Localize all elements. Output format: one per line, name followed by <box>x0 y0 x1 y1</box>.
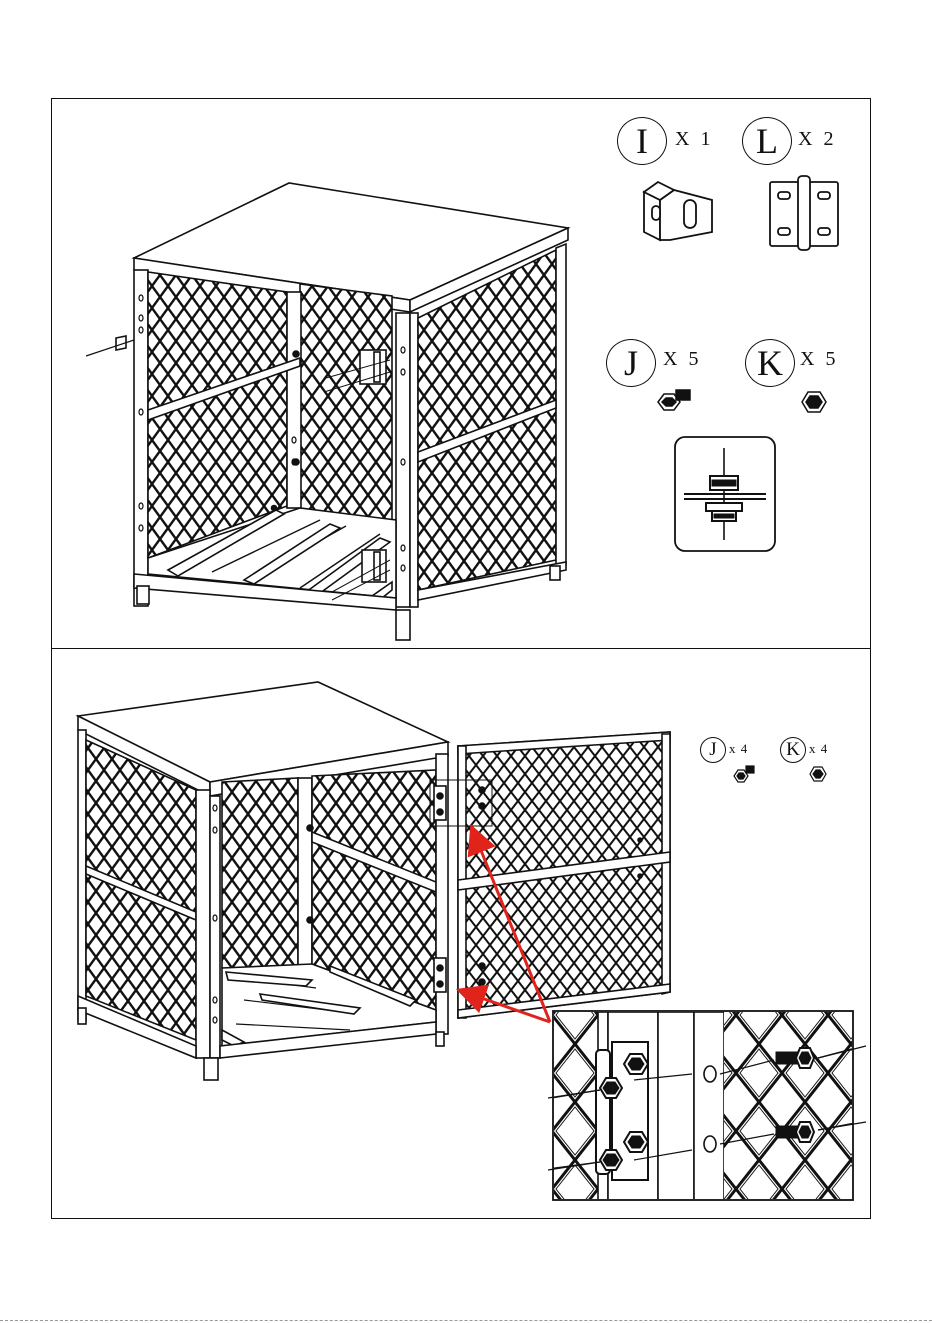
hinge-icon <box>770 176 838 250</box>
page-bottom-edge <box>0 1320 932 1321</box>
bracket-icon <box>644 182 712 240</box>
step1-cabinet <box>86 183 568 640</box>
hinge-detail-zoom <box>540 1011 870 1200</box>
step2-bolt-icon <box>734 766 754 782</box>
fastening-detail-icon <box>675 437 775 551</box>
nut-icon <box>802 392 826 412</box>
bolt-icon <box>658 390 690 410</box>
step2-nut-icon <box>810 767 826 781</box>
